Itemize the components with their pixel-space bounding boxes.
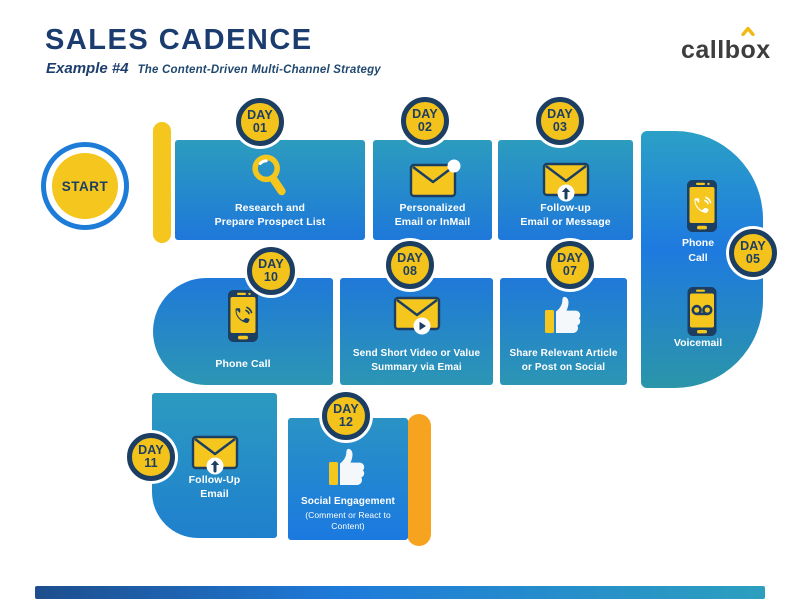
step-label: Research and Prepare Prospect List <box>214 201 326 229</box>
step-panel-day01: Research and Prepare Prospect List <box>175 140 365 240</box>
logo-text-2: x <box>756 36 771 64</box>
email-new-icon <box>408 159 460 205</box>
voicemail-label: Voicemail <box>673 337 723 349</box>
magnifier-icon <box>245 152 295 207</box>
callbox-logo: callb o x <box>681 26 771 65</box>
step-sublabel: (Comment or React to Content) <box>305 509 391 531</box>
step-label: Personalized Email or InMail <box>394 201 471 229</box>
step-label: Send Short Video or Value Summary via Em… <box>352 348 481 373</box>
thumbs-up-icon <box>542 294 586 341</box>
start-label: START <box>61 178 109 194</box>
step-label: Share Relevant Article or Post on Social <box>509 348 618 373</box>
email-up-arrow-icon <box>190 435 240 478</box>
step-panel-day03: Follow-up Email or Message <box>498 140 633 240</box>
logo-text-1: callb <box>681 36 741 64</box>
thumbs-up-icon <box>326 446 370 493</box>
start-node: START <box>41 142 129 230</box>
voicemail-icon <box>687 287 717 341</box>
strategy-subtitle: The Content-Driven Multi-Channel Strateg… <box>137 64 381 76</box>
step-panel-day07: Share Relevant Article or Post on Social <box>500 278 627 385</box>
page-title: SALES CADENCE <box>45 24 313 56</box>
step-panel-day08: Send Short Video or Value Summary via Em… <box>340 278 493 385</box>
step-label: Phone Call <box>215 358 271 371</box>
start-node-inner: START <box>52 153 118 219</box>
caret-up-icon <box>741 26 756 37</box>
logo-text-o: o <box>740 26 756 65</box>
step-label: Follow-Up Email <box>188 473 241 501</box>
subtitle-row: Example #4 The Content-Driven Multi-Chan… <box>46 60 381 77</box>
phone-call-label: Phone Call <box>681 237 715 264</box>
step-label: Social Engagement (Comment or React to C… <box>288 495 408 532</box>
step-panel-day02: Personalized Email or InMail <box>373 140 492 240</box>
email-video-icon <box>392 296 442 339</box>
footer-gradient-bar <box>35 586 765 599</box>
phone-call-icon <box>228 290 258 347</box>
phone-call-icon <box>687 180 717 237</box>
orange-end-bar <box>407 414 431 546</box>
email-up-arrow-icon <box>541 162 591 205</box>
yellow-connector-bar <box>153 122 171 243</box>
step-label: Follow-up Email or Message <box>520 201 611 229</box>
example-label: Example #4 <box>46 60 129 77</box>
step-panel-day10: Phone Call <box>153 278 333 385</box>
